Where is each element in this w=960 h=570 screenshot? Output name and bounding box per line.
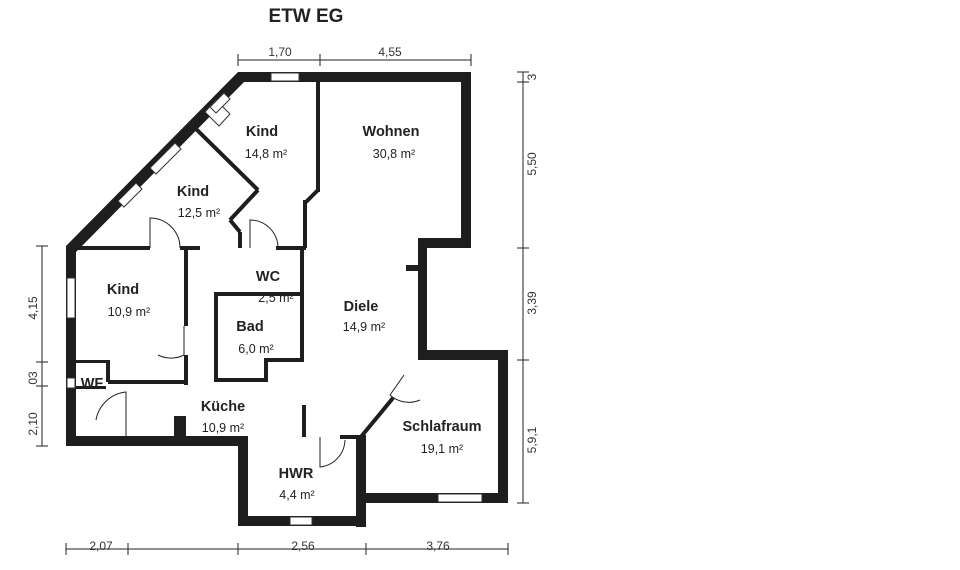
dim-right-2: 5,50 — [525, 152, 539, 176]
dimension-top: 1,70 4,55 — [237, 45, 472, 66]
dim-bottom-1: 2,07 — [89, 539, 113, 553]
dim-right-1: 3 — [525, 73, 539, 80]
dim-bottom-3: 3,76 — [426, 539, 450, 553]
dim-left-1: 4,15 — [26, 296, 40, 320]
room-area-kind-3: 10,9 m² — [108, 305, 150, 319]
dimension-bottom: 2,07 2,56 3,76 — [65, 539, 509, 555]
dim-bottom-2: 2,56 — [291, 539, 315, 553]
room-area-hwr: 4,4 m² — [279, 488, 314, 502]
dim-left-3: 2,10 — [26, 412, 40, 436]
room-area-bad: 6,0 m² — [238, 342, 273, 356]
plan-title: ETW EG — [268, 6, 344, 27]
dimension-left: 4,15 03 2,10 — [26, 245, 48, 447]
dim-right-3: 3,39 — [525, 291, 539, 315]
room-area-wc: 2,5 m² — [258, 291, 293, 305]
room-area-kueche: 10,9 m² — [202, 421, 244, 435]
room-name-kueche: Küche — [201, 399, 245, 415]
room-area-kind-2: 12,5 m² — [178, 206, 220, 220]
room-name-kind-3: Kind — [107, 282, 139, 298]
dim-top-2: 4,55 — [378, 45, 402, 59]
interior-walls — [76, 82, 420, 496]
room-name-schlafraum: Schlafraum — [403, 419, 482, 435]
dimension-right: 3 5,50 3,39 5,9,1 — [517, 71, 539, 504]
room-name-kind-1: Kind — [246, 124, 278, 140]
room-name-wf: WF — [81, 376, 104, 392]
room-area-wohnen: 30,8 m² — [373, 147, 415, 161]
room-area-kind-1: 14,8 m² — [245, 147, 287, 161]
dim-left-2: 03 — [26, 371, 40, 385]
room-name-hwr: HWR — [279, 466, 314, 482]
room-name-diele: Diele — [344, 299, 379, 315]
room-name-wc: WC — [256, 269, 281, 285]
room-area-diele: 14,9 m² — [343, 320, 385, 334]
door-swings — [95, 217, 421, 468]
windows — [66, 72, 483, 526]
room-labels: Kind 14,8 m² Wohnen 30,8 m² Kind 12,5 m²… — [81, 124, 482, 502]
room-name-kind-2: Kind — [177, 184, 209, 200]
room-area-schlafraum: 19,1 m² — [421, 442, 463, 456]
room-name-wohnen: Wohnen — [363, 124, 420, 140]
room-name-bad: Bad — [236, 319, 263, 335]
dim-right-4: 5,9,1 — [525, 426, 539, 453]
dim-top-1: 1,70 — [268, 45, 292, 59]
